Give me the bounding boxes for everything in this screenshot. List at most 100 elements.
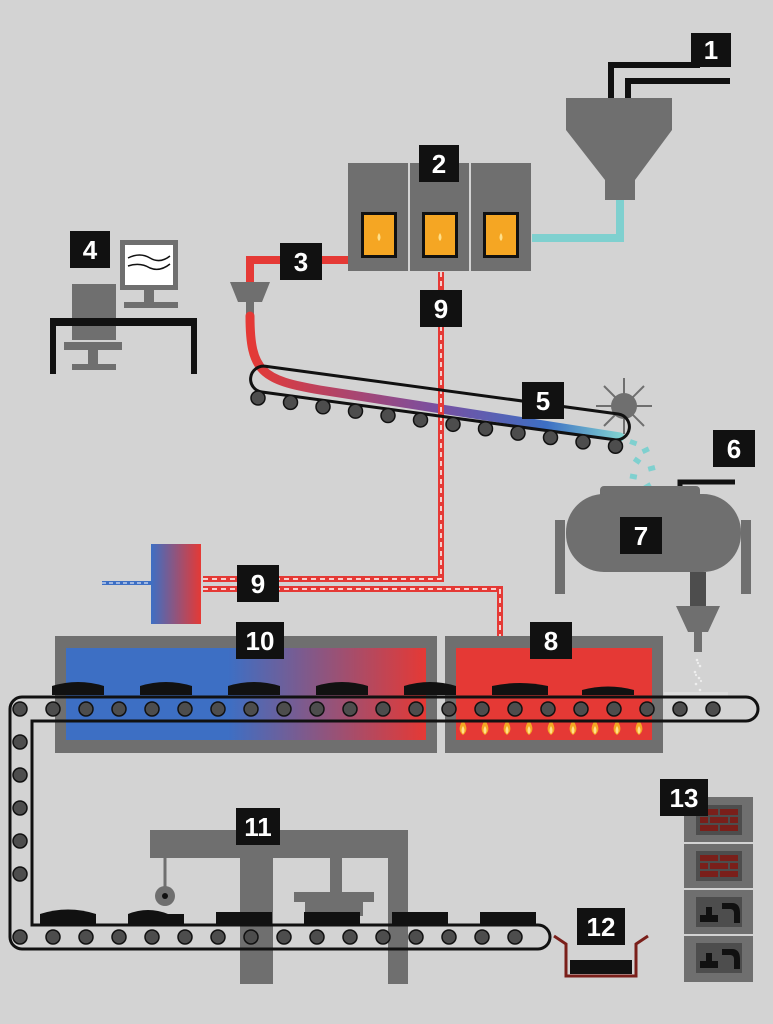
conveyor-roller <box>342 701 358 717</box>
label-1: 1 <box>691 33 731 67</box>
furnace-window <box>422 212 458 258</box>
conveyor-roller <box>111 929 127 945</box>
heat-exchanger <box>102 544 201 624</box>
cool-feed-pipe <box>532 200 624 242</box>
cooling-chute <box>245 311 625 442</box>
press-machine <box>150 830 408 984</box>
svg-text:2: 2 <box>432 149 446 179</box>
conveyor-roller <box>474 701 490 717</box>
conveyor-roller <box>507 701 523 717</box>
tile-blank <box>392 912 448 925</box>
furnace-window <box>361 212 397 258</box>
conveyor-roller <box>474 929 490 945</box>
tile-blank <box>216 912 272 925</box>
svg-text:4: 4 <box>83 235 98 265</box>
conveyor-roller <box>445 416 461 433</box>
label-3: 3 <box>280 243 322 280</box>
conveyor-roller <box>639 701 655 717</box>
conveyor-roller <box>408 701 424 717</box>
label-11: 11 <box>236 808 280 845</box>
conveyor-roller <box>510 425 526 441</box>
conveyor-roller <box>607 438 624 455</box>
conveyor-roller <box>78 701 94 717</box>
conveyor-roller <box>507 929 523 945</box>
funnel-icon <box>230 282 270 318</box>
funnel-icon <box>566 98 672 200</box>
conveyor-roller <box>144 929 160 945</box>
tile-blank <box>316 682 368 695</box>
svg-text:12: 12 <box>587 912 616 942</box>
powder-stream <box>693 658 703 692</box>
conveyor-roller <box>276 701 292 717</box>
conveyor-roller <box>12 767 28 783</box>
conveyor-roller <box>441 701 457 717</box>
svg-text:13: 13 <box>670 783 699 813</box>
conveyor-belt <box>8 695 760 951</box>
label-13: 13 <box>660 779 708 816</box>
conveyor-roller <box>672 701 688 717</box>
pipe-fitting-icon <box>696 897 742 927</box>
tile-blank <box>480 912 536 925</box>
svg-text:11: 11 <box>244 812 272 842</box>
label-10: 10 <box>236 622 284 659</box>
conveyor-roller <box>12 866 28 882</box>
svg-text:5: 5 <box>536 386 550 416</box>
svg-text:9: 9 <box>434 294 448 324</box>
conveyor-roller <box>12 929 28 945</box>
conveyor-roller <box>45 701 61 717</box>
conveyor-roller <box>542 429 559 446</box>
conveyor-roller <box>540 701 556 717</box>
svg-text:3: 3 <box>294 247 308 277</box>
conveyor-roller <box>243 929 259 945</box>
label-7: 7 <box>620 517 662 554</box>
conveyor-roller <box>705 701 721 717</box>
svg-text:7: 7 <box>634 521 648 551</box>
tile-blank <box>492 683 548 695</box>
conveyor-roller <box>243 701 259 717</box>
pipe-fitting-icon <box>696 943 742 973</box>
firing-kiln <box>445 636 663 753</box>
funnel-icon <box>676 606 720 652</box>
conveyor-roller <box>250 390 266 406</box>
furnace-window <box>483 212 519 258</box>
label-8: 8 <box>530 622 572 659</box>
tile-blank <box>128 910 184 925</box>
conveyor-roller <box>177 929 193 945</box>
powder-bed <box>664 692 728 696</box>
tile-blank <box>52 682 104 695</box>
conveyor-roller <box>342 929 358 945</box>
svg-text:10: 10 <box>246 626 275 656</box>
conveyor-roller <box>375 929 391 945</box>
svg-text:6: 6 <box>727 434 741 464</box>
conveyor-belt <box>249 364 631 442</box>
conveyor-roller <box>408 929 424 945</box>
tile-blank <box>304 912 360 925</box>
hot-air-duct-core <box>203 272 501 637</box>
conveyor-roller <box>45 929 61 945</box>
conveyor-roller <box>412 412 429 428</box>
conveyor-roller <box>575 434 591 450</box>
label-12: 12 <box>577 908 625 945</box>
conveyor-roller <box>347 403 364 419</box>
label-6: 6 <box>713 430 755 467</box>
finished-products <box>684 797 753 982</box>
conveyor-roller <box>477 420 494 437</box>
tile-blank <box>582 686 634 695</box>
conveyor-roller <box>78 929 94 945</box>
conveyor-roller <box>573 701 589 717</box>
label-9-furnace-duct: 9 <box>420 290 462 327</box>
fan-icon <box>596 378 652 434</box>
conveyor-roller <box>12 800 28 816</box>
conveyor-system <box>8 364 760 951</box>
conveyor-roller <box>375 701 391 717</box>
label-5: 5 <box>522 382 564 419</box>
tile-blank <box>228 682 280 695</box>
computer-workstation-icon <box>50 240 197 374</box>
conveyor-roller <box>309 929 325 945</box>
conveyor-roller <box>12 833 28 849</box>
conveyor-roller <box>315 399 331 415</box>
tile-blank <box>404 682 456 695</box>
svg-text:9: 9 <box>251 569 265 599</box>
conveyor-roller <box>441 929 457 945</box>
svg-text:1: 1 <box>704 35 718 65</box>
